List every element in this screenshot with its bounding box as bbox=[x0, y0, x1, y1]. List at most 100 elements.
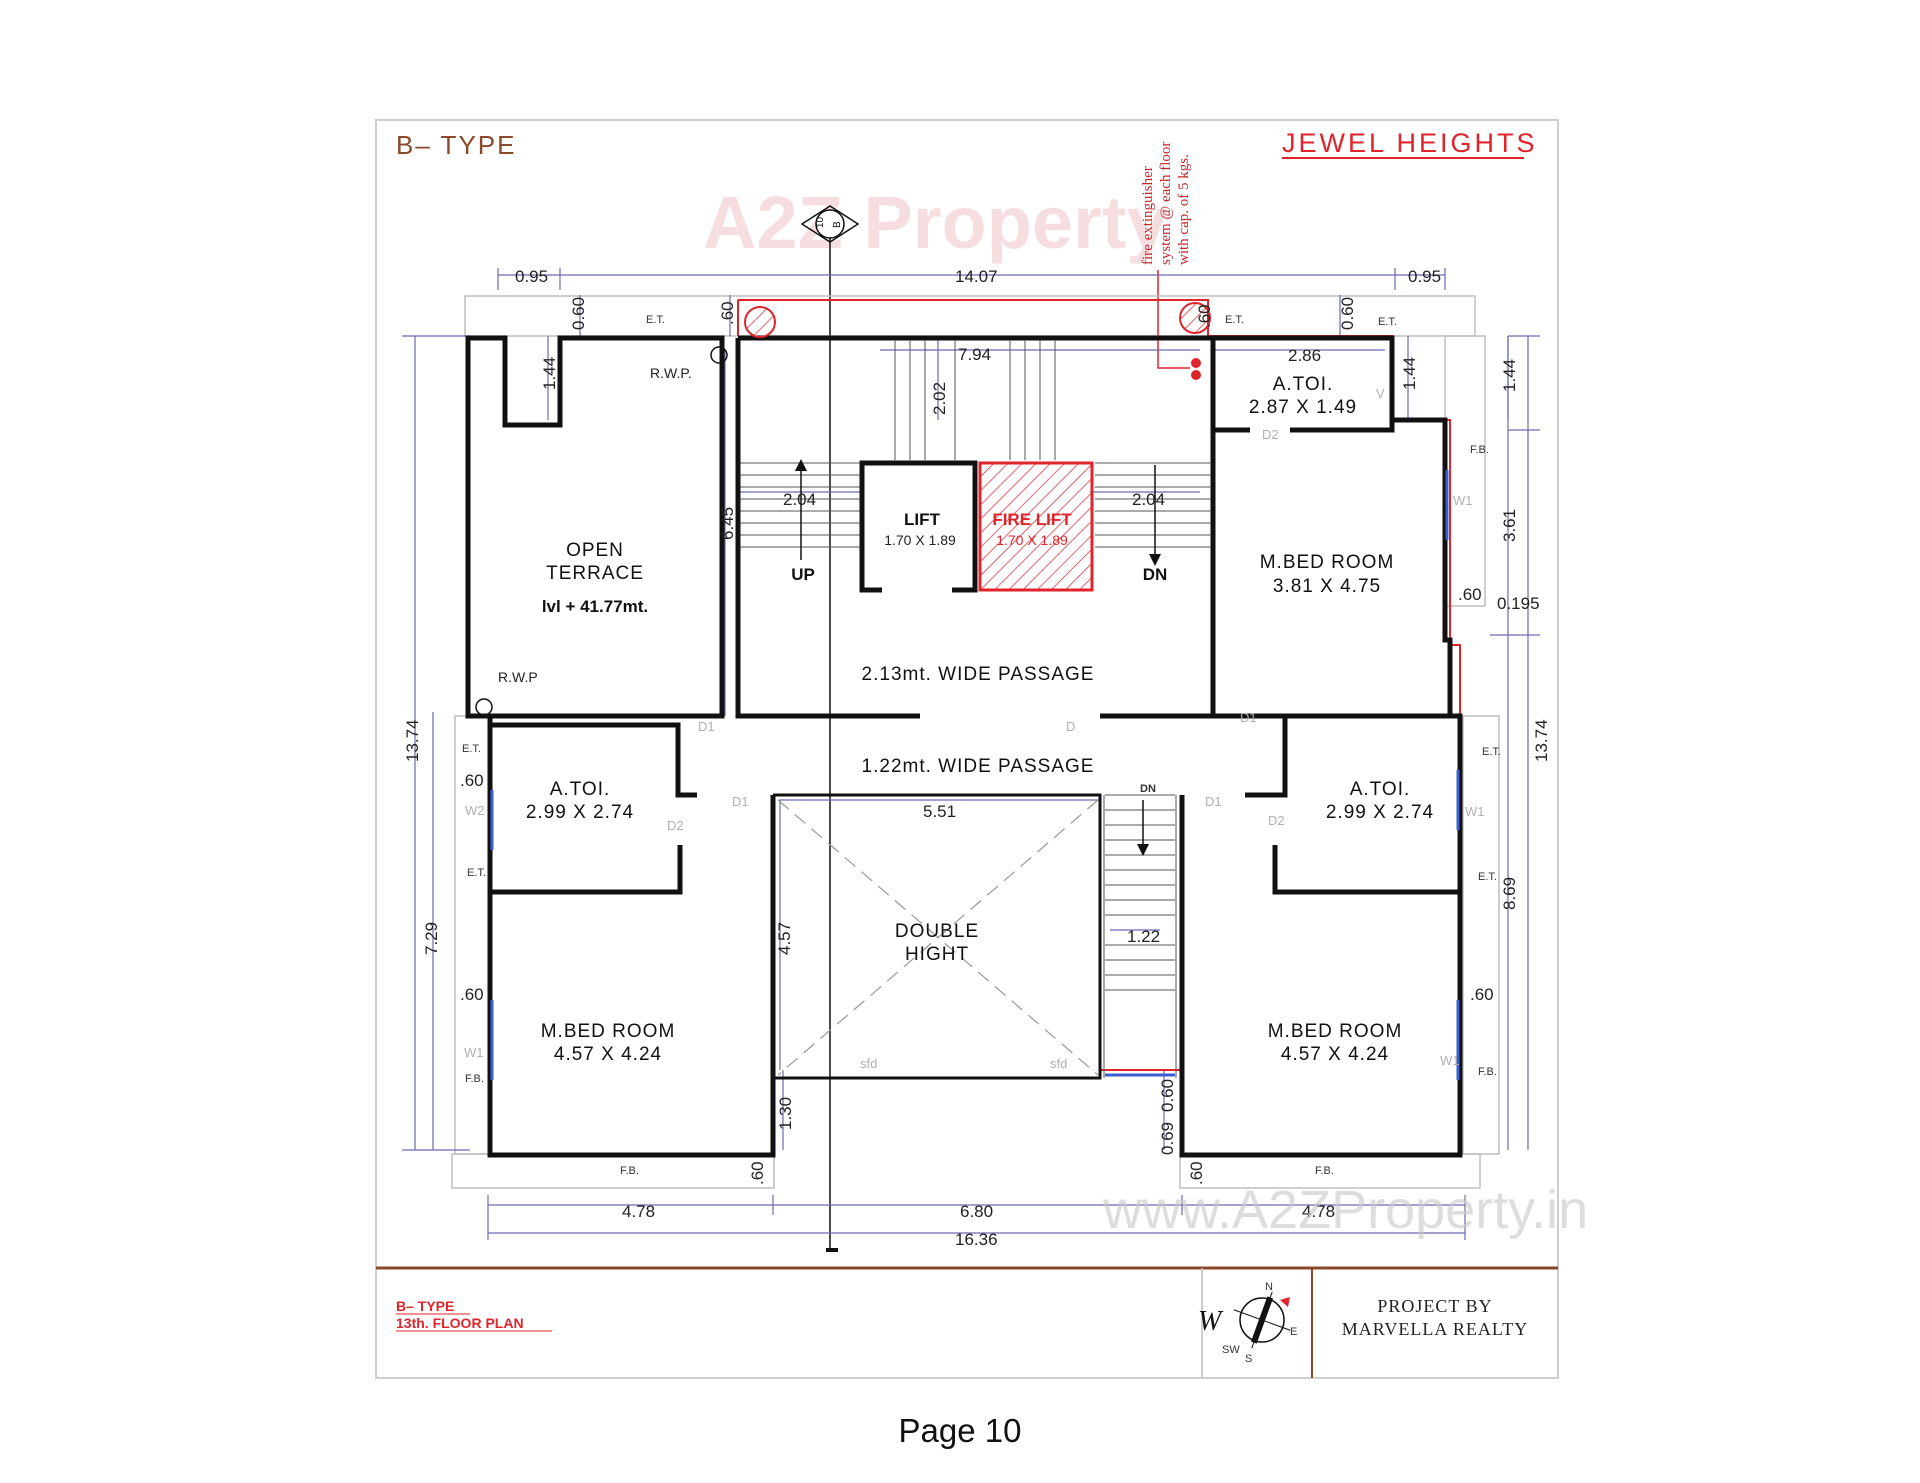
mbed-left-name: M.BED ROOM bbox=[541, 1021, 676, 1042]
svg-text:W1: W1 bbox=[1440, 1053, 1460, 1068]
compass-icon: W N E S SW bbox=[1198, 1281, 1297, 1365]
svg-text:1.30: 1.30 bbox=[776, 1097, 795, 1130]
svg-text:.60: .60 bbox=[460, 985, 484, 1004]
watermark-logo: A2Z Property bbox=[703, 181, 1168, 264]
svg-text:F.B.: F.B. bbox=[620, 1165, 639, 1177]
svg-text:7.29: 7.29 bbox=[422, 922, 441, 955]
dimension-texts: 0.95 14.07 0.95 0.60 .60 0.60 .60 7.94 2… bbox=[403, 267, 1551, 1249]
svg-text:2.86: 2.86 bbox=[1288, 346, 1321, 365]
svg-text:system @ each floor: system @ each floor bbox=[1158, 142, 1174, 265]
fire-extinguisher-note: fire extinguisher system @ each floor wi… bbox=[1140, 142, 1192, 265]
svg-text:F.B.: F.B. bbox=[1315, 1165, 1334, 1177]
dimension-lines bbox=[402, 268, 1540, 1240]
svg-text:W2: W2 bbox=[465, 803, 485, 818]
svg-text:F.B.: F.B. bbox=[1478, 1066, 1497, 1078]
stair-treads bbox=[740, 340, 1211, 1078]
svg-text:0.60: 0.60 bbox=[1158, 1079, 1177, 1112]
svg-text:E.T.: E.T. bbox=[1482, 746, 1501, 758]
double-height-label-2: HIGHT bbox=[905, 944, 969, 965]
toilet-right-name: A.TOI. bbox=[1350, 779, 1411, 800]
svg-text:2.04: 2.04 bbox=[783, 490, 816, 509]
svg-text:D1: D1 bbox=[1205, 794, 1222, 809]
svg-text:with cap. of 5 kgs.: with cap. of 5 kgs. bbox=[1176, 154, 1192, 265]
open-terrace-level: lvl + 41.77mt. bbox=[542, 597, 648, 616]
svg-text:13.74: 13.74 bbox=[403, 719, 422, 762]
svg-text:0.69: 0.69 bbox=[1158, 1122, 1177, 1155]
svg-text:S: S bbox=[1245, 1353, 1252, 1365]
double-height-void bbox=[777, 799, 1099, 1076]
toilet-left-size: 2.99 X 2.74 bbox=[526, 802, 634, 823]
toilet-left-name: A.TOI. bbox=[550, 779, 611, 800]
tags: E.T. E.T. E.T. E.T. E.T. E.T. E.T. F.B. … bbox=[462, 314, 1501, 1177]
fire-note-leader bbox=[1157, 270, 1190, 369]
type-label: B– TYPE bbox=[396, 130, 516, 160]
svg-text:16.36: 16.36 bbox=[955, 1230, 998, 1249]
svg-text:6.45: 6.45 bbox=[718, 507, 737, 540]
fire-lift-label: FIRE LIFT bbox=[992, 510, 1072, 529]
lift-label: LIFT bbox=[904, 510, 940, 529]
walls bbox=[465, 335, 1463, 1158]
rwp-label-top: R.W.P. bbox=[650, 365, 692, 381]
svg-text:2.04: 2.04 bbox=[1132, 490, 1165, 509]
svg-text:4.78: 4.78 bbox=[622, 1202, 655, 1221]
svg-text:0.95: 0.95 bbox=[515, 267, 548, 286]
svg-text:F.B.: F.B. bbox=[465, 1073, 484, 1085]
credit-line-2: MARVELLA REALTY bbox=[1342, 1319, 1528, 1339]
footer-type-title: B– TYPE bbox=[396, 1298, 454, 1314]
svg-text:E.T.: E.T. bbox=[1478, 871, 1497, 883]
svg-text:4.78: 4.78 bbox=[1302, 1202, 1335, 1221]
mbed-top-size: 3.81 X 4.75 bbox=[1273, 576, 1381, 597]
toilet-top-name: A.TOI. bbox=[1273, 374, 1334, 395]
svg-text:6.80: 6.80 bbox=[960, 1202, 993, 1221]
svg-text:B: B bbox=[832, 221, 843, 228]
svg-text:14.07: 14.07 bbox=[955, 267, 998, 286]
svg-text:D2: D2 bbox=[1262, 427, 1279, 442]
passage-wide-label: 2.13mt. WIDE PASSAGE bbox=[862, 664, 1095, 685]
svg-text:2.02: 2.02 bbox=[930, 382, 949, 415]
section-marker: 10 B bbox=[800, 205, 860, 1252]
svg-text:.60: .60 bbox=[460, 771, 484, 790]
watermark-url: www.A2ZProperty.in bbox=[1102, 1180, 1588, 1240]
stair-arrows bbox=[795, 459, 1161, 856]
credit-line-1: PROJECT BY bbox=[1377, 1296, 1492, 1316]
svg-text:13.74: 13.74 bbox=[1532, 719, 1551, 762]
passage-narrow-label: 1.22mt. WIDE PASSAGE bbox=[862, 756, 1095, 777]
svg-text:.60: .60 bbox=[1458, 585, 1482, 604]
double-height-label: DOUBLE bbox=[895, 921, 979, 942]
svg-text:.60: .60 bbox=[748, 1161, 767, 1185]
rwp-pipe-icon bbox=[475, 698, 493, 716]
sheet-frame bbox=[375, 119, 1559, 1379]
open-terrace-label: OPEN bbox=[566, 540, 624, 561]
mbed-top-name: M.BED ROOM bbox=[1260, 552, 1395, 573]
svg-text:V: V bbox=[1376, 386, 1385, 401]
mbed-left-size: 4.57 X 4.24 bbox=[554, 1044, 662, 1065]
svg-text:sfd: sfd bbox=[860, 1056, 877, 1071]
stair-up-label: UP bbox=[791, 565, 815, 584]
svg-text:.60: .60 bbox=[1195, 304, 1214, 328]
toilet-right-size: 2.99 X 2.74 bbox=[1326, 802, 1434, 823]
svg-text:10: 10 bbox=[815, 216, 826, 228]
project-title: JEWEL HEIGHTS bbox=[1282, 128, 1538, 158]
svg-text:SW: SW bbox=[1222, 1344, 1240, 1356]
small-stair-dn-label: DN bbox=[1140, 783, 1156, 795]
svg-text:E.T.: E.T. bbox=[646, 314, 665, 326]
fire-extinguisher-icon-2 bbox=[1191, 370, 1201, 380]
svg-text:sfd: sfd bbox=[1050, 1056, 1067, 1071]
fire-lift-size: 1.70 X 1.89 bbox=[996, 532, 1068, 548]
svg-text:E.T.: E.T. bbox=[462, 743, 481, 755]
mbed-right-name: M.BED ROOM bbox=[1268, 1021, 1403, 1042]
svg-text:D2: D2 bbox=[667, 818, 684, 833]
svg-text:0.60: 0.60 bbox=[569, 297, 588, 330]
svg-text:7.94: 7.94 bbox=[958, 345, 991, 364]
windows bbox=[490, 470, 1460, 1080]
stair-dn-label: DN bbox=[1143, 565, 1168, 584]
svg-text:.60: .60 bbox=[1187, 1161, 1206, 1185]
footer-floor-title: 13th. FLOOR PLAN bbox=[396, 1315, 524, 1331]
svg-text:F.B.: F.B. bbox=[1470, 444, 1489, 456]
svg-text:1.44: 1.44 bbox=[1500, 359, 1519, 392]
svg-text:1.44: 1.44 bbox=[1400, 357, 1419, 390]
svg-text:1.22: 1.22 bbox=[1127, 927, 1160, 946]
page-number: Page 10 bbox=[898, 1412, 1022, 1449]
lift-size: 1.70 X 1.89 bbox=[884, 532, 956, 548]
